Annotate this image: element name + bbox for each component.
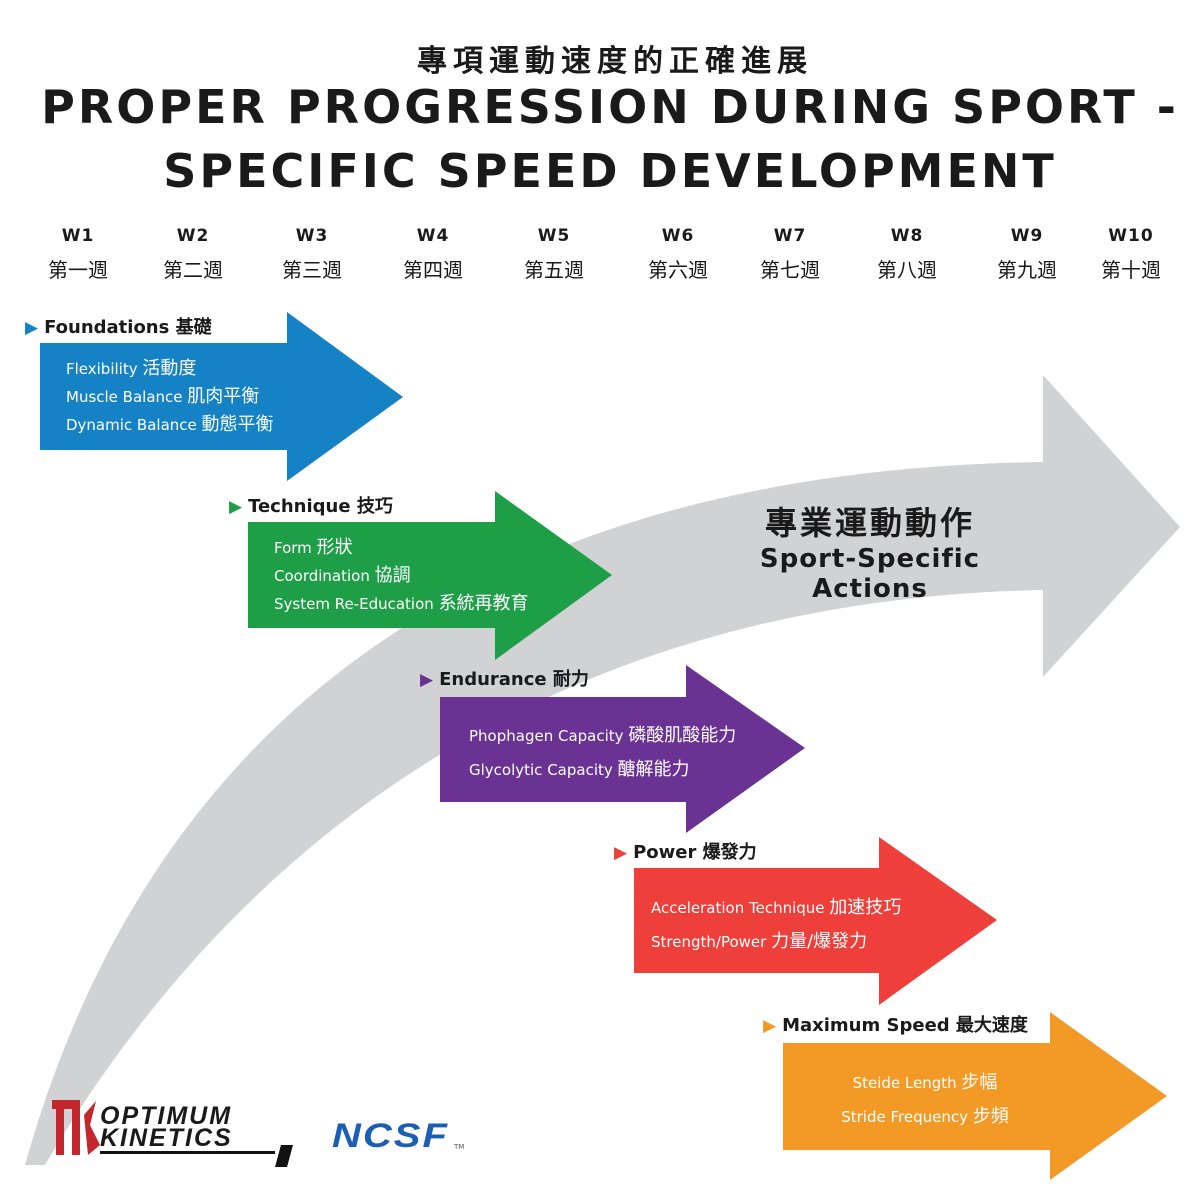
stage-title: Maximum Speed 最大速度 — [782, 1015, 1028, 1036]
week-column-5: W5 第五週 — [504, 226, 604, 283]
stage-item: System Re-Education 系統再教育 — [274, 593, 529, 614]
stage-item: Phophagen Capacity 磷酸肌酸能力 — [469, 725, 737, 746]
week-column-10: W10 第十週 — [1081, 226, 1181, 283]
week-column-6: W6 第六週 — [628, 226, 728, 283]
week-label: W8 — [890, 226, 924, 246]
triangle-bullet-icon: ▶ — [229, 497, 243, 517]
week-label-zh: 第六週 — [648, 258, 708, 282]
week-label: W9 — [1010, 226, 1044, 246]
triangle-bullet-icon: ▶ — [763, 1016, 777, 1036]
week-label-zh: 第七週 — [760, 258, 820, 282]
stage-item: Coordination 協調 — [274, 565, 411, 586]
title-chinese: 專項運動速度的正確進展 — [417, 44, 813, 79]
stage-item: Glycolytic Capacity 醣解能力 — [469, 759, 690, 780]
arrow-technique — [248, 491, 612, 660]
week-column-7: W7 第七週 — [740, 226, 840, 283]
big-gray-arrow — [25, 375, 1180, 1165]
week-label-zh: 第三週 — [282, 258, 342, 282]
week-label-zh: 第二週 — [163, 258, 223, 282]
stage-item: Form 形狀 — [274, 537, 353, 558]
week-column-2: W2 第二週 — [143, 226, 243, 283]
week-label: W5 — [537, 226, 571, 246]
triangle-bullet-icon: ▶ — [420, 670, 434, 690]
stage-item: Acceleration Technique 加速技巧 — [651, 897, 902, 918]
week-label: W1 — [61, 226, 95, 246]
week-label: W2 — [176, 226, 210, 246]
stage-header-technique: ▶Technique 技巧 — [229, 492, 393, 518]
triangle-bullet-icon: ▶ — [614, 843, 628, 863]
week-label: W3 — [295, 226, 329, 246]
week-label: W7 — [773, 226, 807, 246]
title-english-line1: PROPER PROGRESSION DURING SPORT - — [41, 80, 1179, 134]
week-label: W10 — [1108, 226, 1154, 246]
big-arrow-label-zh: 專業運動動作 — [764, 504, 975, 542]
optimum-kinetics-logo: OPTIMUM KINETICS — [50, 1095, 295, 1170]
stage-item: Strength/Power 力量/爆發力 — [651, 931, 868, 952]
stage-item: Steide Length 步幅 — [852, 1072, 998, 1093]
week-label-zh: 第九週 — [997, 258, 1057, 282]
week-label-zh: 第一週 — [48, 258, 108, 282]
stage-item: Muscle Balance 肌肉平衡 — [66, 386, 260, 407]
week-label-zh: 第五週 — [524, 258, 584, 282]
big-arrow-label-en: Sport-Specific Actions — [759, 544, 981, 604]
stage-header-foundations: ▶Foundations 基礎 — [25, 313, 212, 339]
stage-items-technique: Form 形狀 Coordination 協調 System Re-Educatio… — [274, 534, 529, 618]
stage-items-endurance: Phophagen Capacity 磷酸肌酸能力 Glycolytic Capa… — [469, 719, 736, 787]
stage-items-foundations: Flexibility 活動度 Muscle Balance 肌肉平衡 Dynami… — [66, 355, 274, 439]
ncsf-logo: NCSF TM — [332, 1117, 465, 1155]
stage-title: Endurance 耐力 — [439, 669, 589, 690]
week-column-9: W9 第九週 — [977, 226, 1077, 283]
week-column-1: W1 第一週 — [28, 226, 128, 283]
week-label-zh: 第四週 — [403, 258, 463, 282]
stage-items-power: Acceleration Technique 加速技巧 Strength/Powe… — [651, 891, 901, 959]
triangle-bullet-icon: ▶ — [25, 318, 39, 338]
stage-header-max-speed: ▶Maximum Speed 最大速度 — [763, 1011, 1028, 1037]
week-column-3: W3 第三週 — [262, 226, 362, 283]
stage-header-endurance: ▶Endurance 耐力 — [420, 665, 589, 691]
arrow-foundations — [40, 312, 403, 481]
week-label-zh: 第八週 — [877, 258, 937, 282]
week-label: W4 — [416, 226, 450, 246]
stage-header-power: ▶Power 爆發力 — [614, 838, 757, 864]
week-column-4: W4 第四週 — [383, 226, 483, 283]
big-arrow-label: 專業運動動作 Sport-Specific Actions — [700, 498, 1040, 604]
stage-title: Power 爆發力 — [633, 842, 757, 863]
arrow-max-speed — [783, 1012, 1167, 1180]
stage-item: Dynamic Balance 動態平衡 — [66, 414, 274, 435]
arrow-endurance — [440, 665, 805, 833]
week-label: W6 — [661, 226, 695, 246]
week-column-8: W8 第八週 — [857, 226, 957, 283]
stage-title: Foundations 基礎 — [44, 317, 212, 338]
stage-items-max-speed: Steide Length 步幅 Stride Frequency 步頻 — [800, 1066, 1050, 1134]
stage-item: Flexibility 活動度 — [66, 358, 197, 379]
stage-title: Technique 技巧 — [248, 496, 393, 517]
title-english-line2: SPECIFIC SPEED DEVELOPMENT — [163, 144, 1057, 198]
stage-item: Stride Frequency 步頻 — [841, 1106, 1009, 1127]
arrow-power — [634, 837, 997, 1005]
week-label-zh: 第十週 — [1101, 258, 1161, 282]
